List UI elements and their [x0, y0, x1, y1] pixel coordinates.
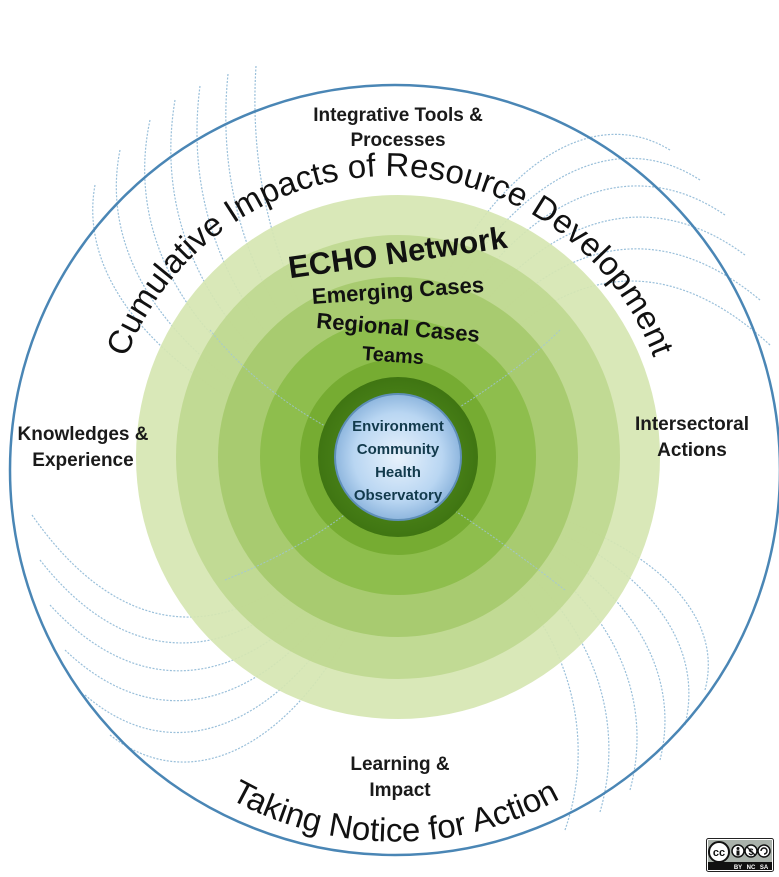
license-sa: SA: [760, 865, 769, 871]
quadrant-bottom-line2: Impact: [369, 780, 431, 801]
quadrant-top-line1: Integrative Tools &: [313, 105, 483, 126]
license-nc: NC: [747, 865, 756, 871]
quadrant-right-line1: Intersectoral: [635, 414, 749, 435]
cc-license-badge[interactable]: cc $ BY NC SA: [706, 838, 774, 872]
core-label-line2: Community: [357, 441, 440, 458]
sa-icon: [757, 844, 771, 858]
quadrant-bottom-line1: Learning &: [350, 754, 450, 775]
svg-text:$: $: [748, 847, 753, 857]
cc-icon-text: cc: [713, 847, 725, 859]
quadrant-top-line2: Processes: [350, 130, 445, 151]
cc-icon: [708, 841, 730, 863]
quadrant-right-line2: Actions: [657, 440, 727, 461]
quadrant-left-line1: Knowledges &: [18, 424, 149, 445]
core-label-line3: Health: [375, 464, 421, 481]
outer-circle: [8, 83, 779, 857]
layer-label-teams: Teams: [361, 343, 424, 369]
license-by: BY: [734, 865, 742, 871]
core-circle: [334, 393, 462, 521]
core-label-line4: Observatory: [354, 487, 443, 504]
quadrant-left-line2: Experience: [32, 450, 133, 471]
core-label-line1: Environment: [352, 418, 444, 435]
